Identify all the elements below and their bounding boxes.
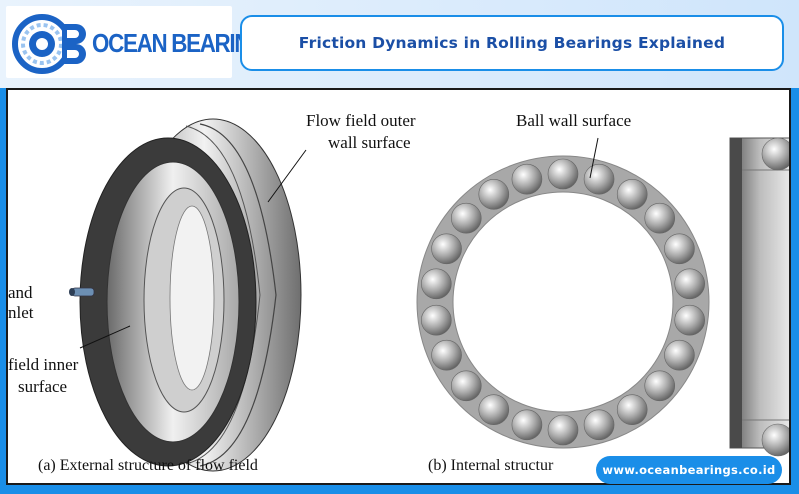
bearing-ball (583, 163, 615, 195)
inlet-label-line2: nlet (8, 303, 34, 322)
caption-a: (a) External structure of flow field (38, 457, 258, 474)
website-link[interactable]: www.oceanbearings.co.id (596, 456, 782, 484)
outer-wall-label-line2: wall surface (328, 133, 411, 152)
bearing-ball (511, 409, 543, 441)
outer-wall-label-line1: Flow field outer (306, 111, 416, 130)
inner-surface-label-line1: field inner (8, 355, 79, 374)
bearing-ball (547, 158, 579, 190)
ball-wall-label: Ball wall surface (516, 111, 632, 130)
bearing-ball (674, 304, 705, 336)
figure-panel: Flow field outer wall surface Ball wall … (6, 88, 791, 485)
bearing-ball (511, 163, 543, 195)
bearing-ball (431, 233, 462, 265)
inner-surface-label-line2: surface (18, 377, 68, 396)
bearing-figure (69, 118, 789, 472)
ball-ring (416, 155, 710, 449)
bearing-ball (616, 394, 648, 425)
bearing-logo-icon (12, 14, 86, 74)
bearing-ball (664, 339, 695, 371)
bearing-ball (478, 394, 510, 425)
bearing-ball (450, 202, 482, 234)
inlet-label-line1: and (8, 283, 33, 302)
side-view-partial (729, 137, 789, 457)
bearing-ball (450, 370, 482, 402)
bearing-ball (583, 409, 615, 441)
bearing-ball (674, 268, 705, 300)
brand-logo[interactable]: OCEAN BEARING (6, 6, 267, 78)
bearing-ball (644, 370, 676, 402)
caption-b: (b) Internal structur (428, 457, 554, 474)
bearing-ball (616, 179, 648, 210)
bearing-ball (421, 304, 452, 336)
bearing-ball (664, 233, 695, 265)
bearing-ball (421, 268, 452, 300)
brand-name: OCEAN BEARING (92, 28, 267, 58)
bearing-ball (478, 179, 510, 210)
flow-field-ring (69, 118, 302, 472)
bearing-ball (644, 202, 676, 234)
bearing-ball (547, 414, 579, 446)
page-title: Friction Dynamics in Rolling Bearings Ex… (240, 15, 784, 71)
bearing-ball (431, 339, 462, 371)
